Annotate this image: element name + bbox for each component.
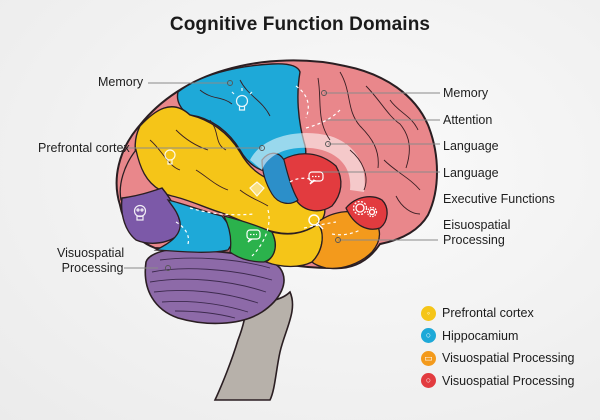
- label-line: Processing: [443, 233, 505, 247]
- pointer-dots: [165, 80, 341, 271]
- magnifier-icon: ○: [421, 373, 436, 389]
- label-right-executive: Executive Functions: [443, 192, 555, 206]
- lightbulb-icon: [231, 88, 253, 111]
- legend-label: Prefrontal cortex: [442, 306, 534, 321]
- region-lower-blue: [153, 198, 233, 253]
- legend-item: ○ Visuospatial Processing: [421, 370, 574, 393]
- label-left-prefrontal: Prefrontal cortex: [38, 141, 130, 155]
- label-right-language-2: Language: [443, 166, 499, 180]
- label-left-memory: Memory: [98, 75, 144, 89]
- gyri-lines: [149, 71, 421, 215]
- label-line: Eisuospatial: [443, 218, 511, 232]
- legend-label: Hippocamium: [442, 328, 519, 343]
- speech-bubble-icon: ▭: [421, 350, 436, 366]
- region-language-blue: [261, 152, 299, 204]
- lightbulb-icon: [164, 149, 176, 165]
- label-right-language-1: Language: [443, 139, 499, 153]
- region-red-executive: [345, 196, 388, 230]
- speech-bubble-icon: [246, 229, 261, 243]
- cerebellum-folds: [149, 257, 273, 319]
- magnifier-icon: ○: [421, 328, 436, 344]
- label-right-attention: Attention: [443, 113, 493, 127]
- gears-icon: [352, 200, 378, 218]
- label-line: Visuospatial: [57, 246, 125, 260]
- brainstem: [213, 290, 294, 401]
- legend: ◦ Prefrontal cortex ○ Hippocamium ▭ Visu…: [421, 302, 574, 392]
- skull-icon: [133, 204, 147, 221]
- legend-label: Visuospatial Processing: [442, 351, 575, 366]
- highlight-arc: [250, 133, 365, 192]
- legend-item: ○ Hippocamium: [421, 325, 574, 348]
- legend-label: Visuospatial Processing: [442, 373, 575, 388]
- magnifier-icon: [308, 214, 324, 230]
- speech-bubble-icon: [308, 171, 324, 185]
- legend-item: ◦ Prefrontal cortex: [421, 302, 574, 325]
- label-right-eisuospatial: Eisuospatial Processing: [443, 218, 510, 248]
- puzzle-icon: [249, 181, 265, 197]
- legend-item: ▭ Visuospatial Processing: [421, 347, 574, 370]
- pointer-lines: [124, 82, 440, 269]
- page-title: Cognitive Function Domains: [169, 14, 431, 35]
- lightbulb-icon: ◦: [421, 305, 436, 321]
- flow-arrows: [175, 85, 361, 257]
- label-left-visuospatial: Visuospatial Processing: [57, 246, 124, 276]
- label-line: Processing: [61, 261, 124, 275]
- label-right-memory: Memory: [443, 86, 489, 100]
